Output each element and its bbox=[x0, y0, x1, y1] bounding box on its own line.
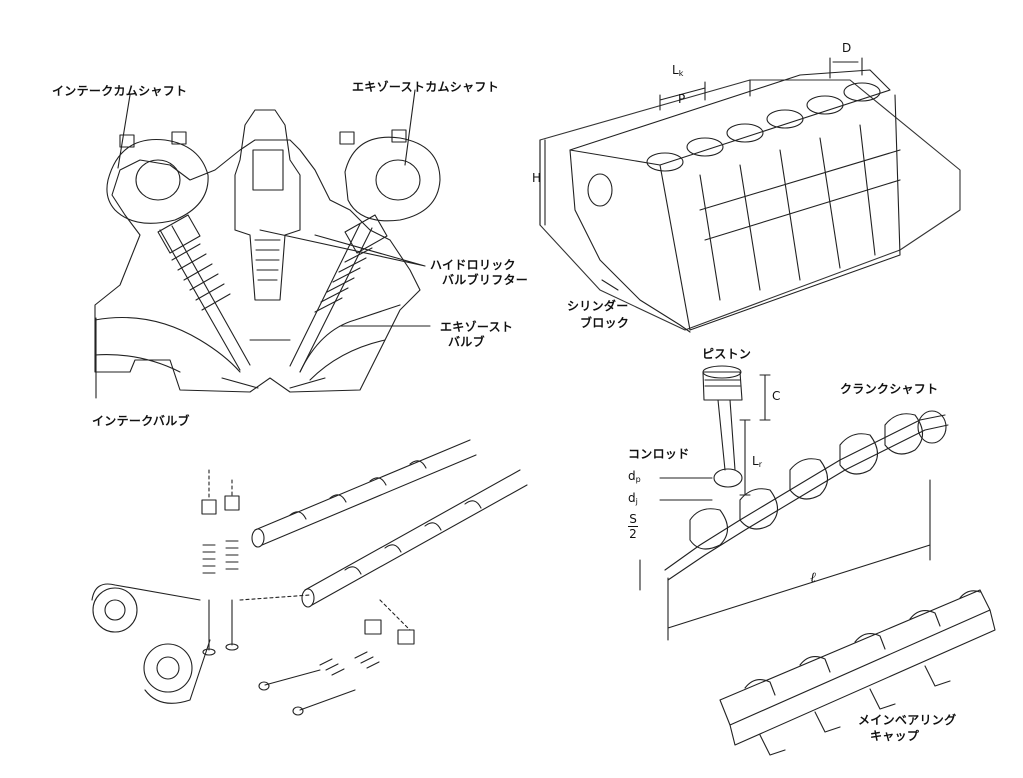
label-exhaust-valve-line1: エキゾースト bbox=[440, 320, 514, 334]
label-intake-camshaft: インテークカムシャフト bbox=[52, 84, 188, 98]
label-exhaust-camshaft: エキゾーストカムシャフト bbox=[352, 80, 500, 94]
half-stroke-numerator: S bbox=[629, 512, 637, 526]
dim-conrod-length: Lr bbox=[752, 454, 762, 470]
dim-half-stroke: S 2 bbox=[628, 512, 638, 541]
fraction-bar bbox=[628, 526, 638, 527]
label-cylinder-block-line1: シリンダー bbox=[567, 299, 629, 313]
cylinder-block-drawing bbox=[539, 57, 961, 333]
dim-crank-length: ℓ bbox=[810, 570, 816, 586]
dim-block-length: Lk bbox=[672, 63, 684, 79]
dim-compression-height: C bbox=[772, 389, 781, 403]
dim-pin-diameter: dp bbox=[628, 469, 641, 485]
dim-height: H bbox=[532, 171, 542, 185]
label-hydraulic-lifter-line1: ハイドロリック bbox=[430, 258, 516, 272]
valvetrain-exploded-drawing bbox=[91, 439, 528, 716]
label-conrod: コンロッド bbox=[628, 447, 690, 461]
crankshaft-drawing bbox=[639, 410, 949, 641]
half-stroke-denominator: 2 bbox=[629, 527, 637, 541]
label-cylinder-block-line2: ブロック bbox=[580, 316, 630, 330]
label-piston: ピストン bbox=[702, 347, 752, 361]
label-intake-valve: インテークバルブ bbox=[92, 414, 190, 428]
piston-conrod-drawing bbox=[659, 365, 771, 501]
label-main-bearing-cap-line2: キャップ bbox=[870, 729, 920, 743]
dim-pitch: P bbox=[678, 92, 686, 106]
label-hydraulic-lifter-line2: バルブリフター bbox=[442, 273, 529, 287]
cylinder-head-section bbox=[94, 89, 441, 399]
label-main-bearing-cap-line1: メインベアリング bbox=[858, 713, 957, 727]
dim-bore: D bbox=[842, 41, 852, 55]
main-bearing-caps-drawing bbox=[719, 589, 996, 756]
dim-journal-diameter: dj bbox=[628, 491, 638, 507]
label-crankshaft: クランクシャフト bbox=[840, 382, 939, 396]
label-exhaust-valve-line2: バルブ bbox=[448, 335, 485, 349]
